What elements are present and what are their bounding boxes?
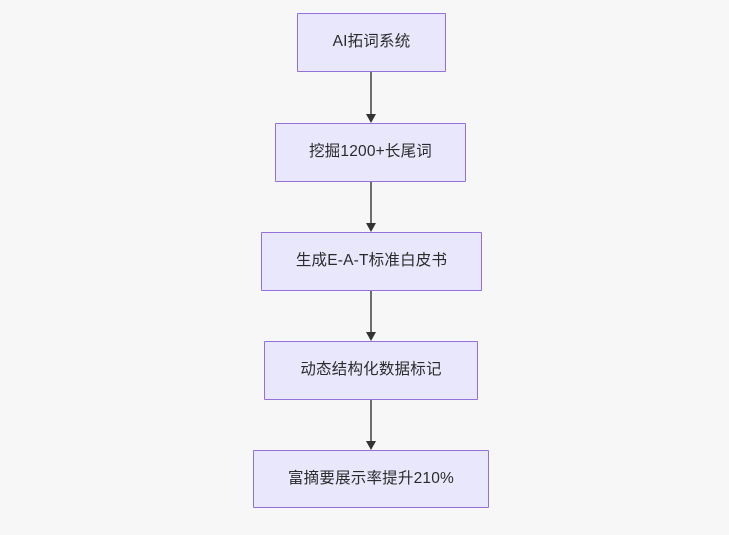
edge-line bbox=[370, 291, 372, 333]
flow-node-1[interactable]: AI拓词系统 bbox=[297, 13, 446, 72]
flow-node-3[interactable]: 生成E-A-T标准白皮书 bbox=[261, 232, 482, 291]
flow-node-label: 生成E-A-T标准白皮书 bbox=[295, 252, 448, 270]
arrow-head-icon bbox=[366, 441, 376, 450]
arrow-head-icon bbox=[366, 223, 376, 232]
flow-node-5[interactable]: 富摘要展示率提升210% bbox=[253, 450, 489, 508]
edge-line bbox=[370, 182, 372, 224]
flow-node-label: 挖掘1200+长尾词 bbox=[308, 143, 433, 161]
flow-node-label: 动态结构化数据标记 bbox=[300, 361, 442, 379]
arrow-head-icon bbox=[366, 114, 376, 123]
flow-node-2[interactable]: 挖掘1200+长尾词 bbox=[275, 123, 466, 182]
flow-node-label: 富摘要展示率提升210% bbox=[287, 469, 455, 487]
edge-line bbox=[370, 400, 372, 442]
flow-node-label: AI拓词系统 bbox=[332, 33, 411, 51]
flow-node-4[interactable]: 动态结构化数据标记 bbox=[264, 341, 478, 400]
edge-line bbox=[370, 72, 372, 115]
arrow-head-icon bbox=[366, 332, 376, 341]
